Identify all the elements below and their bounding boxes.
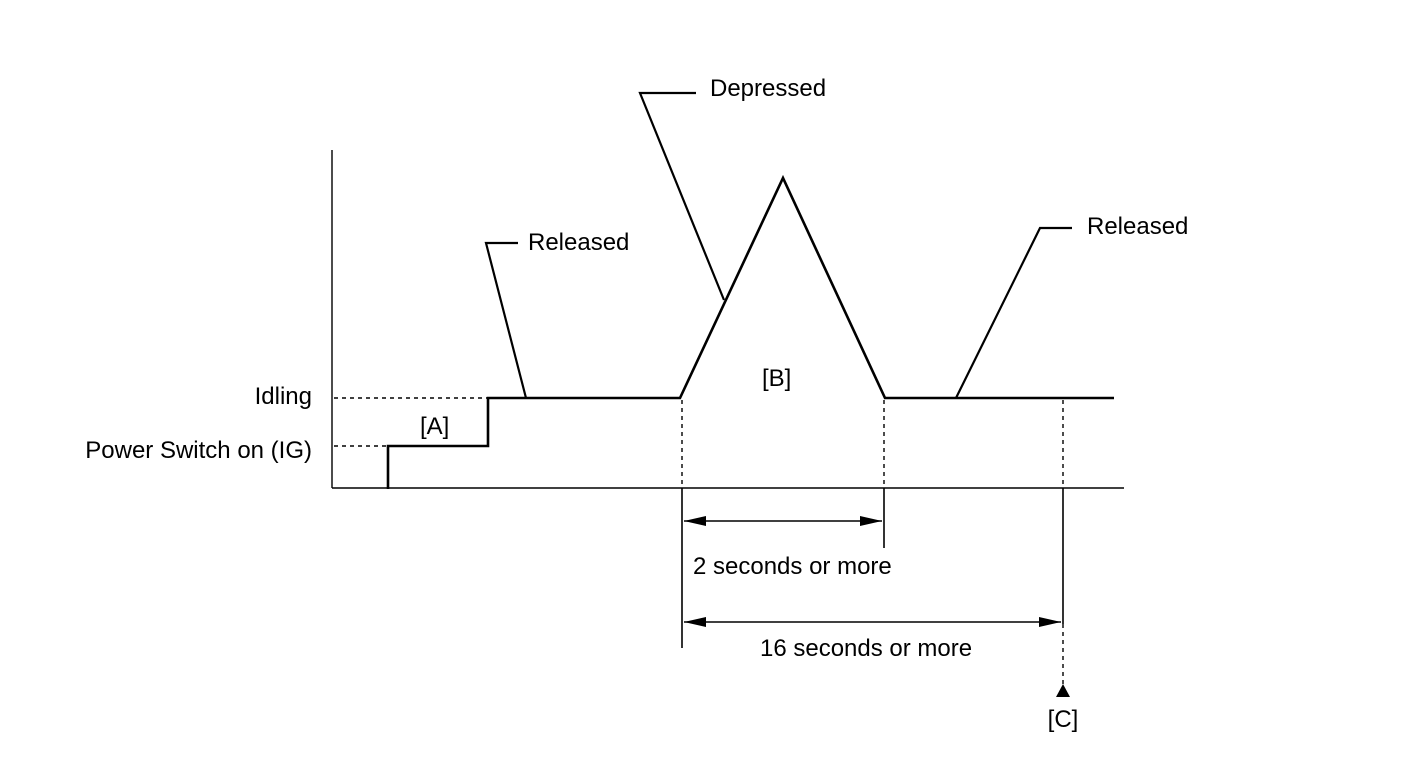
marker-b-label: [B]	[762, 365, 791, 392]
interval-long-label: 16 seconds or more	[760, 635, 972, 662]
interval-long-dimension	[684, 617, 1061, 627]
released-left-leader	[484, 241, 528, 399]
point-c-marker-triangle	[1056, 684, 1070, 697]
interval-short-dimension	[684, 516, 882, 526]
idling-label: Idling	[255, 383, 312, 410]
signal-waveform	[386, 174, 1114, 489]
depressed-label: Depressed	[710, 75, 826, 102]
released-left-label: Released	[528, 229, 629, 256]
marker-c-label: [C]	[1048, 706, 1079, 733]
released-right-leader	[955, 226, 1072, 399]
released-right-label: Released	[1087, 213, 1188, 240]
interval-short-label: 2 seconds or more	[693, 553, 892, 580]
depressed-leader	[638, 91, 726, 301]
marker-a-label: [A]	[420, 413, 449, 440]
power-switch-on-label: Power Switch on (IG)	[85, 437, 312, 464]
